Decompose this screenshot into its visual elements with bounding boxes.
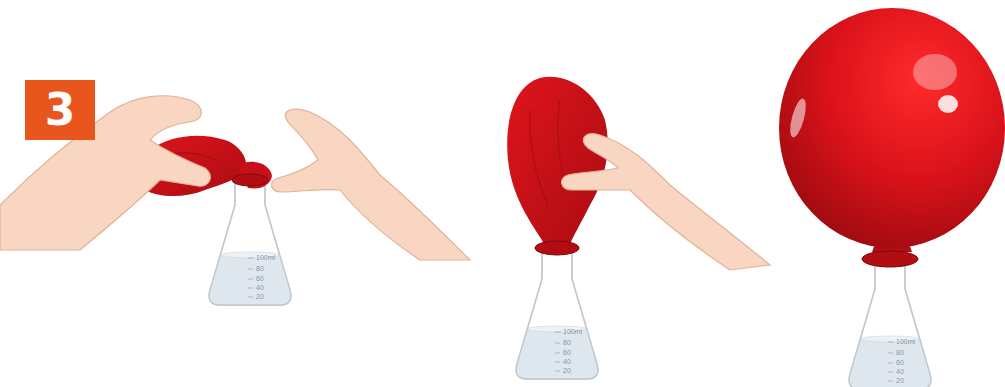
scale-mark: 60 — [896, 359, 904, 367]
step-number: 3 — [45, 88, 76, 132]
right-hand — [562, 134, 770, 270]
scale-mark: 40 — [256, 284, 264, 292]
scale-mark: 40 — [896, 368, 904, 376]
scale-mark: 60 — [256, 275, 264, 283]
flask — [209, 178, 291, 305]
scale-mark: 80 — [563, 339, 571, 347]
flask — [849, 262, 931, 387]
scale-mark: 20 — [896, 377, 904, 385]
step-badge: 3 — [25, 80, 95, 140]
deflated-balloon — [507, 77, 608, 255]
scale-mark: 20 — [563, 367, 571, 375]
scale-mark: 60 — [563, 349, 571, 357]
scale-mark: 100ml — [896, 338, 915, 346]
scale-mark: 80 — [896, 349, 904, 357]
inflated-balloon — [779, 8, 1005, 267]
scale-mark: 40 — [563, 358, 571, 366]
right-hand — [272, 109, 470, 260]
scale-mark: 100ml — [256, 254, 275, 262]
scale-mark: 100ml — [563, 328, 582, 336]
scale-mark: 20 — [256, 293, 264, 301]
flask — [516, 252, 598, 379]
scale-mark: 80 — [256, 265, 264, 273]
